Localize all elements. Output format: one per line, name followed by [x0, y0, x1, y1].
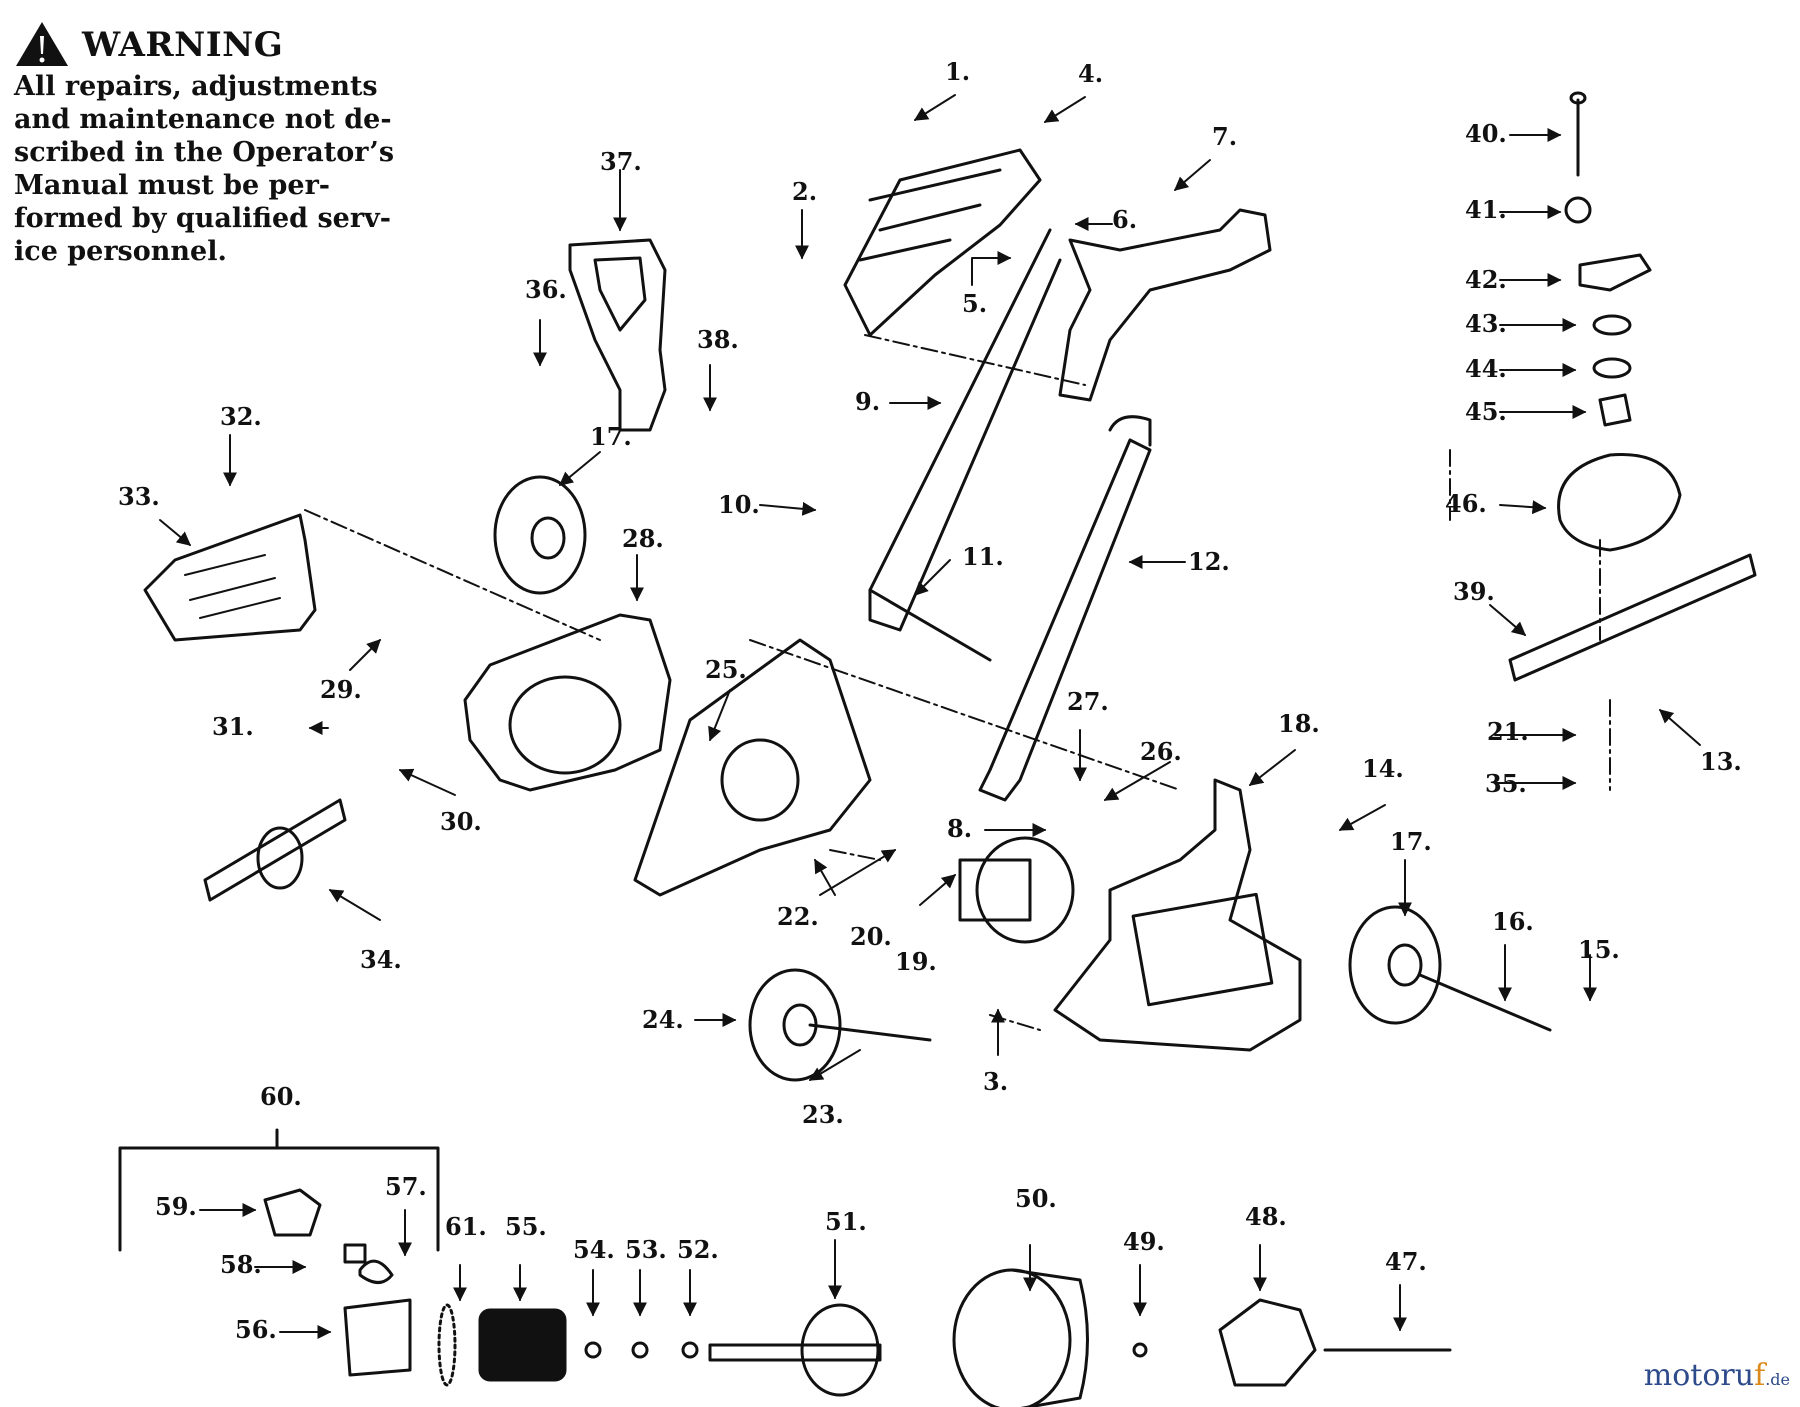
part-label: 35.	[1485, 769, 1527, 798]
part-label: 18.	[1278, 709, 1320, 738]
housing-28	[463, 613, 672, 792]
part-label: 26.	[1140, 737, 1182, 766]
warning-text: All repairs, adjustments and maintenance…	[14, 70, 414, 268]
part-label: 21.	[1487, 717, 1529, 746]
part-label: 56.	[235, 1315, 277, 1344]
part-label: 36.	[525, 275, 567, 304]
part-label: 20.	[850, 922, 892, 951]
part-label: 50.	[1015, 1184, 1057, 1213]
part-label: 10.	[718, 490, 760, 519]
part-label: 5.	[962, 289, 988, 318]
part-label: 13.	[1700, 747, 1742, 776]
part-label: 31.	[212, 712, 254, 741]
part-label: 15.	[1578, 935, 1620, 964]
part-label: 24.	[642, 1005, 684, 1034]
part-label: 17.	[590, 422, 632, 451]
part-label: 41.	[1465, 195, 1507, 224]
part-label: 53.	[625, 1235, 667, 1264]
part-label: 58.	[220, 1250, 262, 1279]
part-label: 14.	[1362, 754, 1404, 783]
blade-34	[203, 798, 347, 902]
part-label: 19.	[895, 947, 937, 976]
part-label: 44.	[1465, 354, 1507, 383]
part-label: 30.	[440, 807, 482, 836]
part-label: 45.	[1465, 397, 1507, 426]
warning-title: WARNING	[82, 25, 284, 65]
warning-box: WARNING All repairs, adjustments and mai…	[14, 20, 414, 268]
part-label: 27.	[1067, 687, 1109, 716]
part-label: 2.	[792, 177, 818, 206]
warning-line: scribed in the Operator’s	[14, 137, 395, 168]
part-label: 57.	[385, 1172, 427, 1201]
part-label: 4.	[1078, 59, 1104, 88]
part-label: 17.	[1390, 827, 1432, 856]
warning-line: formed by qualified serv-	[14, 203, 391, 234]
part-label: 12.	[1188, 547, 1230, 576]
blade-39	[1508, 553, 1757, 682]
part-label: 59.	[155, 1192, 197, 1221]
part-label: 60.	[260, 1082, 302, 1111]
part-label: 39.	[1453, 577, 1495, 606]
part-label: 38.	[697, 325, 739, 354]
part-label: 40.	[1465, 119, 1507, 148]
watermark-suffix: .de	[1765, 1370, 1790, 1389]
part-label: 1.	[945, 57, 971, 86]
part-label: 52.	[677, 1235, 719, 1264]
cover-33	[143, 513, 317, 642]
part-label: 42.	[1465, 265, 1507, 294]
part-label: 3.	[983, 1067, 1009, 1096]
part-label: 29.	[320, 675, 362, 704]
part-label: 32.	[220, 402, 262, 431]
motor-19	[975, 836, 1075, 944]
side-plate-25	[633, 638, 872, 897]
part-label: 54.	[573, 1235, 615, 1264]
part-label: 22.	[777, 902, 819, 931]
wheels	[493, 475, 1442, 1082]
warning-icon-spacer	[14, 20, 72, 70]
part-label: 23.	[802, 1100, 844, 1129]
hardware-column	[1564, 91, 1652, 427]
axles	[808, 973, 1552, 1042]
part-label: 8.	[947, 814, 973, 843]
part-label: 49.	[1123, 1227, 1165, 1256]
motor-housing-18	[1053, 778, 1302, 1052]
part-label: 46.	[1445, 489, 1487, 518]
bracket-37	[568, 238, 667, 432]
part-label: 37.	[600, 147, 642, 176]
handle-assembly	[843, 148, 1272, 802]
watermark-letter: f	[1754, 1358, 1766, 1393]
part-label: 34.	[360, 945, 402, 974]
assembly-lines	[304, 334, 1611, 1031]
part-label: 11.	[962, 542, 1004, 571]
watermark-name: motoru	[1643, 1358, 1755, 1393]
warning-line: All repairs, adjustments	[14, 71, 378, 102]
part-label: 28.	[622, 524, 664, 553]
fan-46	[1557, 453, 1682, 552]
warning-line: and maintenance not de-	[14, 104, 392, 135]
part-label: 9.	[855, 387, 881, 416]
warning-triangle-icon	[16, 22, 68, 66]
watermark-logo: motoruf.de	[1644, 1358, 1790, 1393]
part-label: 16.	[1492, 907, 1534, 936]
leader-arrows	[159, 94, 1701, 1339]
part-label: 25.	[705, 655, 747, 684]
part-label: 61.	[445, 1212, 487, 1241]
warning-line: ice personnel.	[14, 236, 227, 267]
part-label: 7.	[1212, 122, 1238, 151]
part-label: 55.	[505, 1212, 547, 1241]
motor-parts-row	[118, 1128, 1452, 1407]
warning-line: Manual must be per-	[14, 170, 331, 201]
part-label: 6.	[1112, 205, 1138, 234]
part-label: 43.	[1465, 309, 1507, 338]
part-label: 33.	[118, 482, 160, 511]
part-label: 48.	[1245, 1202, 1287, 1231]
part-label: 47.	[1385, 1247, 1427, 1276]
part-label: 51.	[825, 1207, 867, 1236]
